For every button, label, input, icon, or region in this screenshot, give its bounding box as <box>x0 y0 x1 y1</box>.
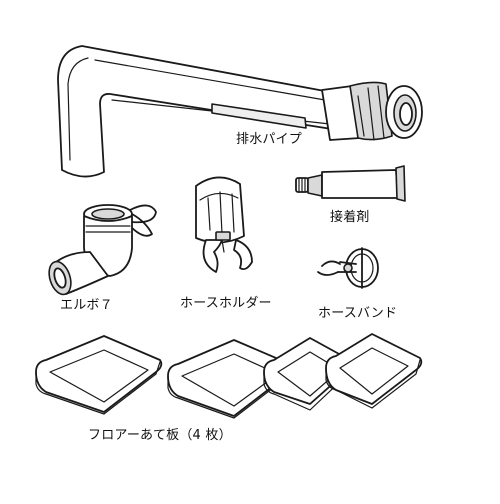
hose-holder-label: ホースホルダー <box>180 296 272 311</box>
adhesive-label: 接着剤 <box>330 210 370 225</box>
hose-band-illustration <box>317 247 379 289</box>
drain-pipe-illustration <box>57 45 423 178</box>
adhesive-tube-illustration <box>295 165 406 202</box>
hose-holder-illustration <box>195 176 253 273</box>
hose-band-label: ホースバンド <box>318 306 398 321</box>
elbow-illustration <box>48 204 157 296</box>
floor-pads-label: フロアーあて板（4 枚） <box>88 428 232 443</box>
floor-pad-4 <box>325 333 423 409</box>
elbow-label: エルボ７ <box>60 298 113 313</box>
drain-pipe-label: 排水パイプ <box>236 132 303 147</box>
floor-pads-illustration <box>35 333 423 419</box>
floor-pad-1 <box>35 335 163 415</box>
